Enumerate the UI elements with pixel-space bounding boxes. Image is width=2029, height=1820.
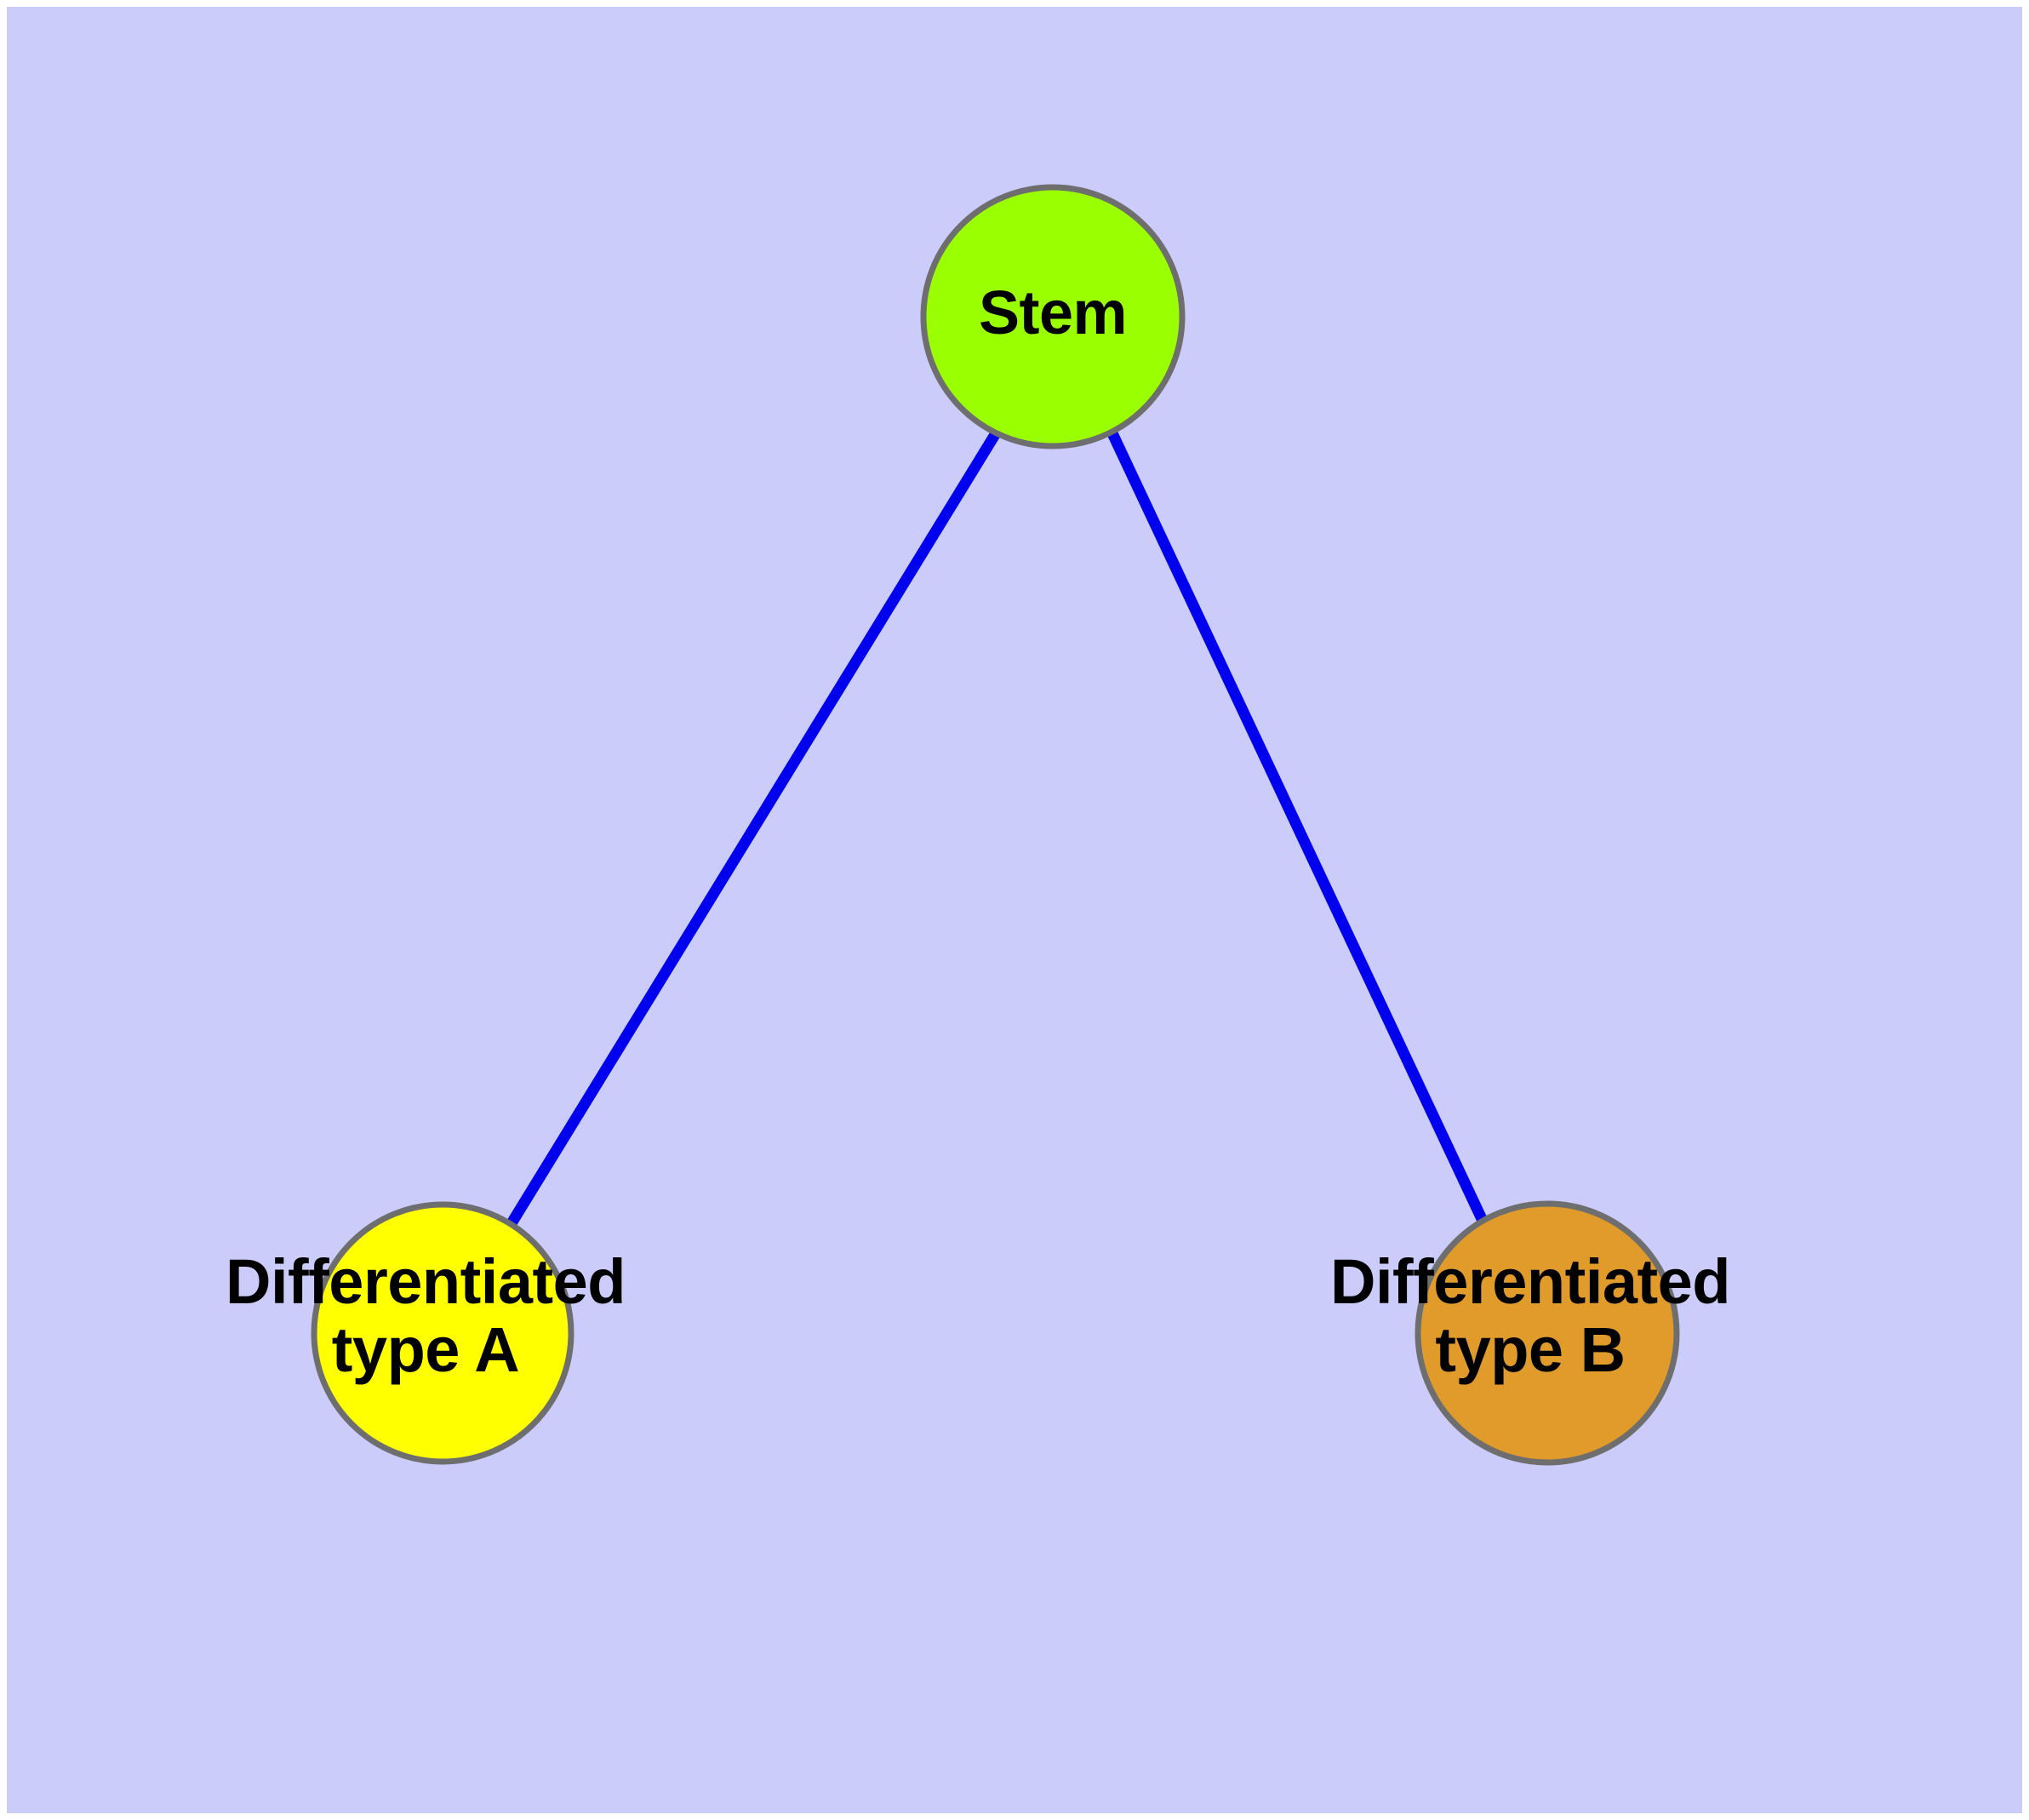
node-stem[interactable] (920, 184, 1186, 449)
node-differentiated-type-a[interactable] (311, 1201, 574, 1465)
edge-stem-to-differentiated-type-b[interactable] (1107, 431, 1488, 1223)
edge-layer (506, 430, 1488, 1227)
edge-stem-to-differentiated-type-a[interactable] (506, 430, 1001, 1227)
node-layer (311, 184, 1680, 1466)
node-differentiated-type-b[interactable] (1415, 1200, 1680, 1466)
